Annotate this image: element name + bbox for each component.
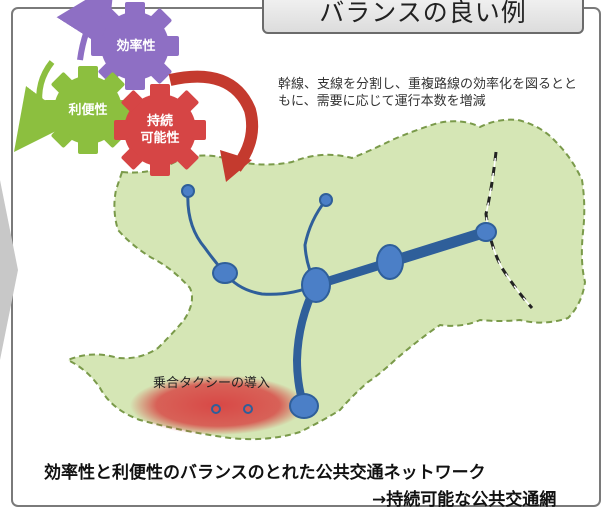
taxi-stop-1: [211, 404, 221, 414]
cycle-arrow-top: [56, 0, 115, 61]
stop-node-middle: [376, 244, 404, 280]
red-curved-arrow: [168, 70, 259, 172]
stop-node-east: [475, 222, 497, 242]
branch-route-west: [223, 272, 317, 296]
trunk-route-east-2: [388, 226, 488, 268]
stop-node-west: [212, 262, 238, 284]
taxi-label: 乗合タクシーの導入: [153, 376, 271, 391]
description-text: 幹線、支線を分割し、重複路線の効率化を図るとともに、需要に応じて運行本数を増減: [278, 77, 578, 109]
sustainability-gear: [114, 84, 206, 176]
boundary-line-inner: [485, 151, 533, 309]
summary-line-1: 効率性と利便性のバランスのとれた公共交通ネットワーク: [44, 463, 486, 483]
stop-node-north: [181, 184, 195, 198]
trunk-route-south: [292, 283, 320, 408]
title-box: バランスの良い例: [262, 0, 584, 34]
taxi-stop-2: [243, 404, 253, 414]
sustainability-label: 持続 可能性: [140, 114, 180, 146]
hub-node: [301, 267, 331, 303]
left-arrow-shape: [0, 180, 18, 360]
red-arrow-head: [220, 150, 252, 182]
efficiency-label: 効率性: [116, 39, 156, 54]
page-title: バランスの良い例: [319, 0, 527, 27]
summary-line-2: →持続可能な公共交通網: [372, 490, 557, 510]
stop-node-northeast: [319, 193, 333, 207]
convenience-gear: [44, 66, 132, 154]
stop-node-south: [289, 393, 319, 419]
boundary-line: [484, 151, 534, 309]
convenience-label: 利便性: [68, 103, 108, 118]
